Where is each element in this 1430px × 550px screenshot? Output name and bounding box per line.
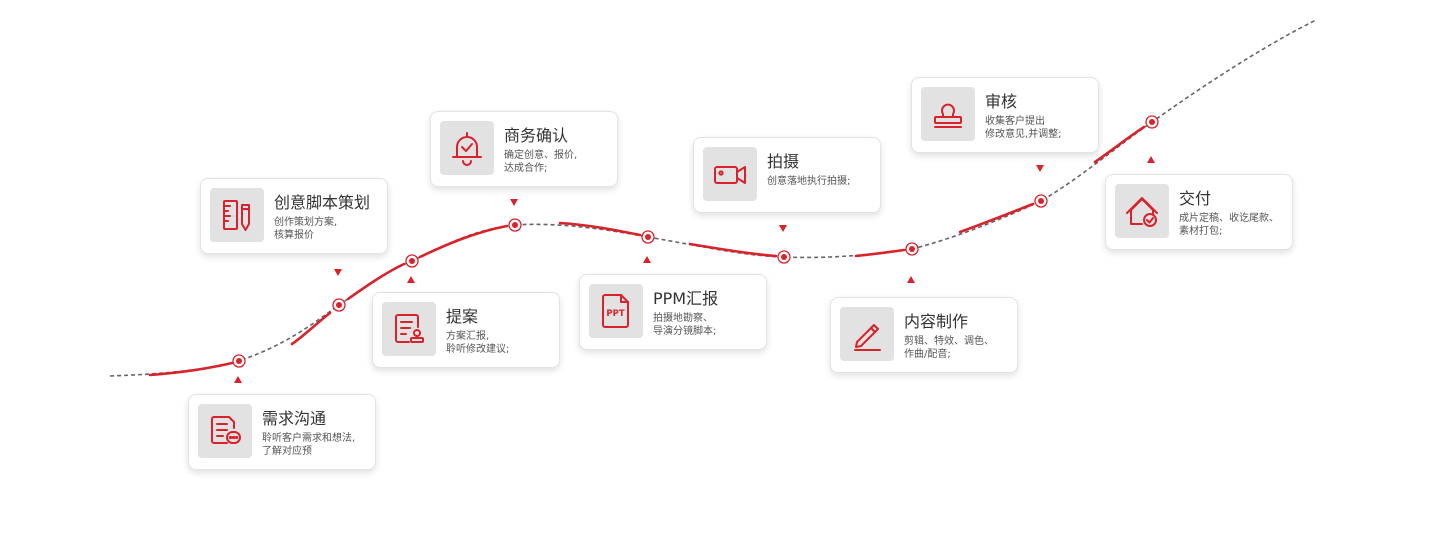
step-description: 创意落地执行拍摄; (767, 176, 851, 187)
curve-red-segment (688, 242, 778, 258)
curve-red-segment (854, 248, 906, 258)
step-card-requirements: 需求沟通 聆听客户需求和想法,了解对应预 (188, 394, 376, 470)
curve-red-segment (558, 221, 642, 237)
curve-node (1034, 194, 1048, 208)
step-7-pointer (907, 276, 915, 283)
curve-node (777, 250, 791, 264)
step-description: 确定创意、报价,达成合作; (504, 150, 578, 174)
curve-red-segment (148, 361, 234, 377)
step-8-pointer (1036, 165, 1044, 172)
step-card-delivery: 交付 成片定稿、收讫尾款、素材打包; (1105, 174, 1293, 250)
step-description: 剪辑、特效、调色、作曲/配音; (904, 336, 994, 360)
icon-box (440, 121, 494, 175)
step-card-script-planning: 创意脚本策划 创作策划方案,核算报价 (200, 178, 388, 254)
stamp-icon (934, 103, 962, 128)
step-title: 交付 (1179, 189, 1212, 208)
step-card-ppm-report: PPT PPM汇报 拍摄地勘察、导演分镜脚本; (579, 274, 767, 350)
icon-box (210, 188, 264, 242)
step-card-business-confirmation: 商务确认 确定创意、报价,达成合作; (430, 111, 618, 187)
document-stamp-icon (395, 314, 424, 343)
curve-dashed-path (109, 19, 1317, 377)
step-4-pointer (510, 199, 518, 206)
step-6-pointer (779, 225, 787, 232)
curve-node (508, 218, 522, 232)
curve-node (905, 242, 919, 256)
step-title: 审核 (985, 92, 1018, 111)
bell-check-icon (452, 132, 482, 166)
curve-red-segment (958, 202, 1035, 234)
step-title: 提案 (446, 307, 479, 326)
curve-red-segment (346, 262, 406, 301)
step-title: 商务确认 (504, 126, 569, 145)
pencil-icon (854, 324, 881, 351)
curve-node (405, 254, 419, 268)
step-description: 拍摄地勘察、导演分镜脚本; (653, 313, 717, 337)
icon-box (921, 87, 975, 141)
video-camera-icon (714, 166, 746, 184)
step-9-pointer (1147, 156, 1155, 163)
curve-red-segment (290, 311, 332, 346)
icon-box (198, 404, 252, 458)
step-3-pointer (407, 276, 415, 283)
icon-box (1115, 184, 1169, 238)
chat-document-icon (211, 416, 241, 444)
icon-box (382, 302, 436, 356)
curve-node (1145, 115, 1159, 129)
step-card-content-production: 内容制作 剪辑、特效、调色、作曲/配音; (830, 297, 1018, 373)
step-card-proposal: 提案 方案汇报,聆听修改建议; (372, 292, 560, 368)
step-description: 聆听客户需求和想法,了解对应预 (262, 433, 356, 457)
icon-box (840, 307, 894, 361)
icon-box: PPT (589, 284, 643, 338)
house-check-icon (1126, 197, 1158, 227)
step-card-review: 审核 收集客户提出修改意见,并调整; (911, 77, 1099, 153)
step-title: 拍摄 (767, 152, 800, 171)
svg-text:PPT: PPT (606, 309, 624, 319)
step-title: PPM汇报 (653, 289, 719, 308)
step-1-pointer (234, 376, 242, 383)
step-5-pointer (643, 256, 651, 263)
step-title: 需求沟通 (262, 409, 327, 428)
step-description: 创作策划方案,核算报价 (274, 217, 338, 241)
step-card-shooting: 拍摄 创意落地执行拍摄; (693, 137, 881, 213)
curve-node (232, 354, 246, 368)
step-title: 内容制作 (904, 312, 969, 331)
curve-node (332, 298, 346, 312)
step-title: 创意脚本策划 (274, 193, 371, 212)
step-description: 方案汇报,聆听修改建议; (446, 331, 510, 355)
step-description: 收集客户提出修改意见,并调整; (985, 116, 1062, 140)
ppt-file-icon: PPT (602, 294, 629, 328)
curve-red-segment (1093, 125, 1146, 164)
icon-box (703, 147, 757, 201)
step-description: 成片定稿、收讫尾款、素材打包; (1179, 213, 1279, 237)
step-2-pointer (334, 269, 342, 276)
curve-node (641, 230, 655, 244)
ruler-pencil-icon (223, 200, 250, 231)
curve-red-segment (418, 224, 509, 259)
